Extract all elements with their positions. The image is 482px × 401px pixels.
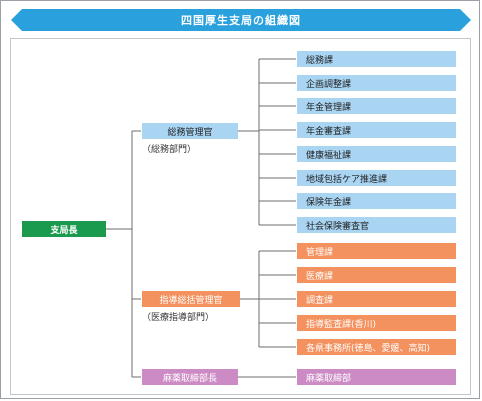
unit-box: 調査課 xyxy=(297,291,456,307)
unit-box: 各県事務所(徳島、愛媛、高知) xyxy=(297,339,456,355)
unit-box: 指導監査課(香川) xyxy=(297,315,456,331)
connector-lines xyxy=(106,58,296,378)
title-banner: 四国厚生支局の組織図 xyxy=(11,9,471,31)
medical-guidance-head: 指導総括管理官 xyxy=(142,291,240,307)
unit-box: 年金管理課 xyxy=(297,98,456,114)
unit-box: 保険年金課 xyxy=(297,193,456,209)
unit-box: 年金審査課 xyxy=(297,122,456,138)
narcotics-head: 麻薬取締部長 xyxy=(142,369,238,385)
unit-box: 地域包括ケア推進課 xyxy=(297,170,456,186)
unit-box: 総務課 xyxy=(297,51,456,67)
unit-box: 麻薬取締部 xyxy=(297,369,456,385)
unit-box: 管理課 xyxy=(297,243,456,259)
medical-guidance-subtitle: （医療指導部門） xyxy=(142,313,215,323)
general-affairs-head: 総務管理官 xyxy=(142,123,238,139)
unit-box: 企画調整課 xyxy=(297,75,456,91)
standalone-unit-box: 社会保険審査官 xyxy=(297,217,456,233)
general-affairs-subtitle: （総務部門） xyxy=(142,145,197,155)
root-box: 支局長 xyxy=(22,221,106,237)
org-chart-panel: 支局長 総務管理官 （総務部門） 総務課 企画調整課 年金管理課 年金審査課 健… xyxy=(10,38,471,395)
unit-box: 健康福祉課 xyxy=(297,146,456,162)
unit-box: 医療課 xyxy=(297,267,456,283)
